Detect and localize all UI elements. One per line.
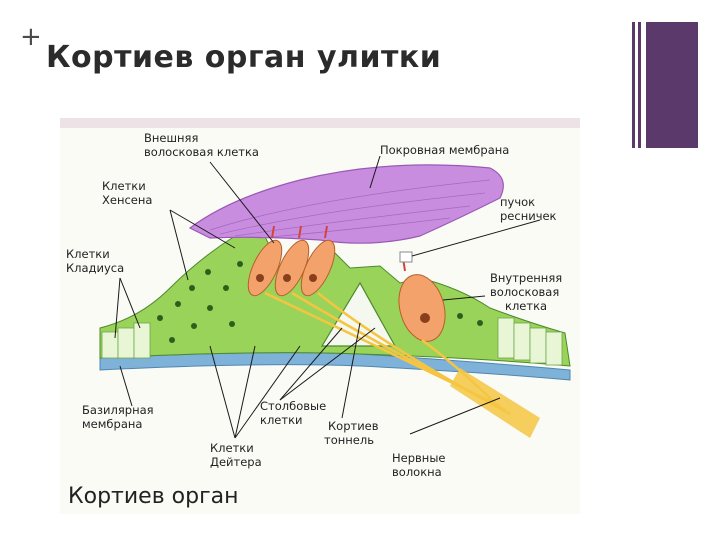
figure-top-band (60, 118, 580, 128)
corner-line-2 (638, 22, 641, 148)
corner-line-1 (632, 22, 635, 148)
hensen-cells (157, 261, 483, 343)
supporting-cells (99, 225, 571, 367)
leader-lines (114, 155, 541, 439)
hair-bundles (271, 225, 406, 272)
label-tunnel-2: тоннель (324, 433, 374, 447)
figure-caption: Кортиев орган (68, 484, 239, 509)
label-inner-hair-cell-3: клетка (505, 299, 547, 313)
label-basilar-1: Базилярная (82, 403, 154, 417)
corner-block (646, 22, 698, 148)
outer-hair-cell-nuclei (256, 274, 317, 282)
nerve-bundle (450, 368, 540, 438)
label-hensen-2: Хенсена (102, 193, 152, 207)
label-claudius-2: Кладиуса (66, 261, 124, 275)
label-pillar-2: клетки (260, 413, 303, 427)
inner-hair-cell (398, 274, 446, 342)
plus-mark: + (20, 22, 42, 52)
outer-hair-cells (247, 239, 336, 297)
label-deiters-2: Дейтера (210, 455, 262, 469)
label-inner-hair-cell-2: волосковая (490, 285, 559, 299)
tectorial-fibers (209, 179, 491, 239)
label-deiters-1: Клетки (210, 441, 254, 455)
label-outer-hair-cell-2: волосковая клетка (144, 145, 259, 159)
label-tectorial-membrane: Покровная мембрана (380, 143, 509, 157)
label-hair-bundle-1: пучок (500, 195, 535, 209)
hair-bundle-cap (399, 251, 413, 263)
label-tunnel-1: Кортиев (328, 419, 379, 433)
label-nerve-2: волокна (392, 465, 442, 479)
claudius-cells (101, 317, 563, 366)
label-outer-hair-cell-1: Внешняя (144, 131, 198, 145)
label-inner-hair-cell-1: Внутренняя (490, 271, 562, 285)
inner-hair-cell-nucleus (420, 313, 430, 323)
label-hair-bundle-2: ресничек (500, 209, 557, 223)
corner-decoration (632, 22, 698, 148)
label-nerve-1: Нервные (392, 451, 445, 465)
organ-of-corti-figure: Внешняя волосковая клетка Покровная мемб… (60, 118, 580, 514)
label-basilar-2: мембрана (82, 417, 142, 431)
label-pillar-1: Столбовые (260, 399, 326, 413)
label-hensen-1: Клетки (102, 179, 146, 193)
slide-title: Кортиев орган улитки (46, 40, 442, 75)
label-claudius-1: Клетки (66, 247, 110, 261)
